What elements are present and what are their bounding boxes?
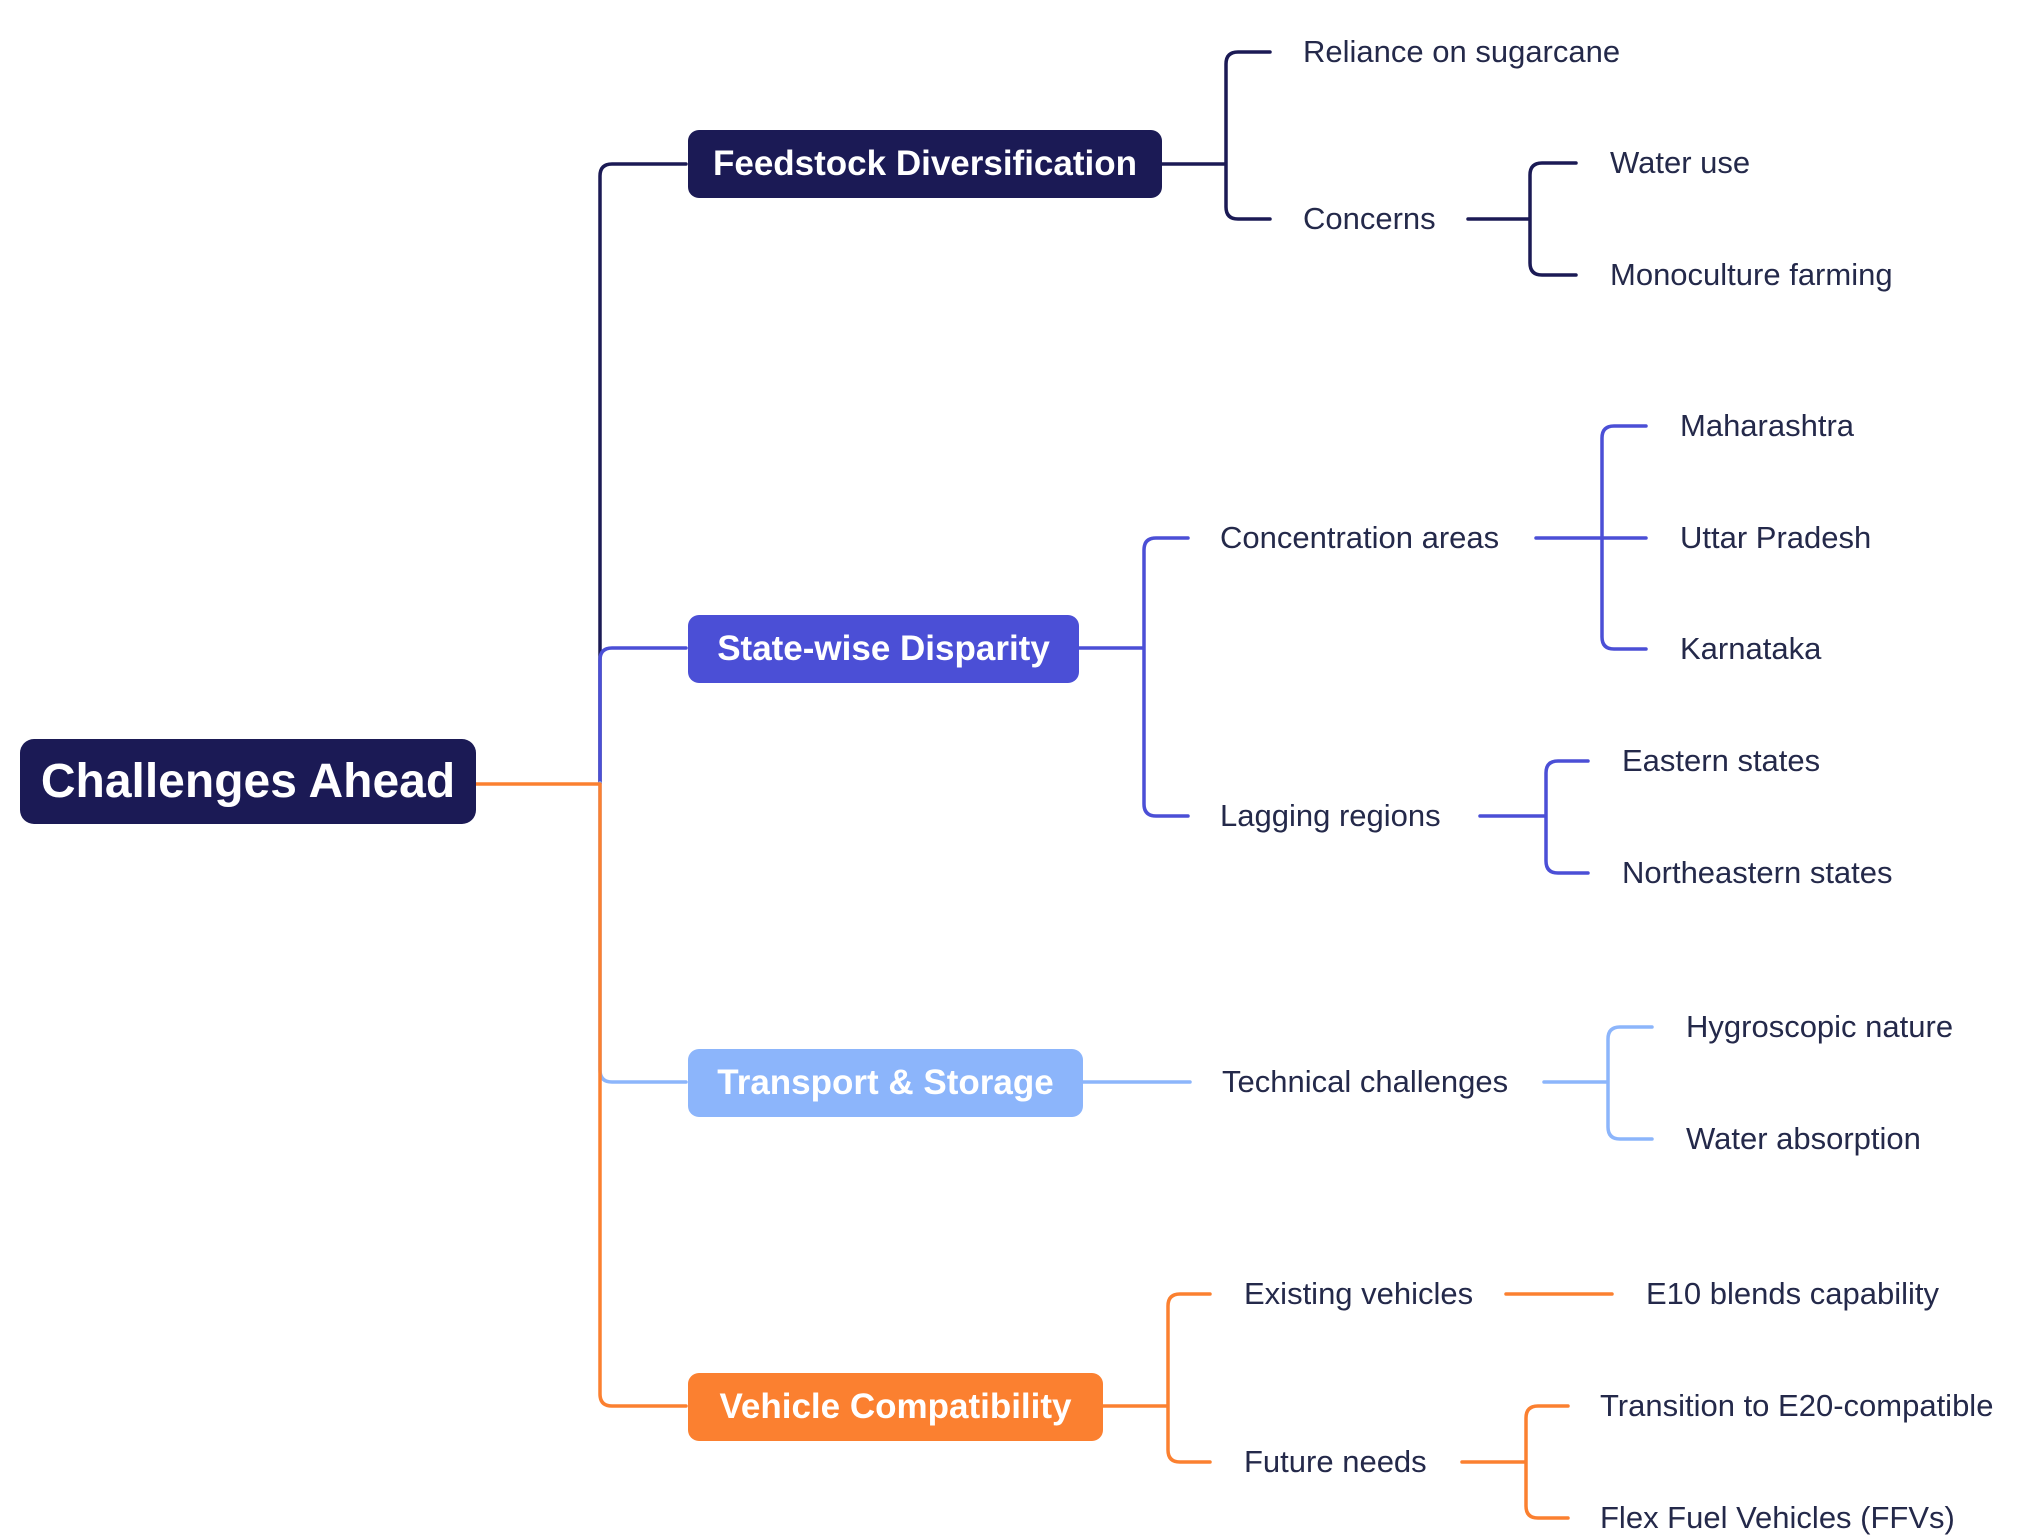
node-water-use[interactable]: Water use <box>1610 145 1751 180</box>
node-existing-vehicles[interactable]: Existing vehicles <box>1244 1276 1474 1311</box>
node-water-absorption[interactable]: Water absorption <box>1686 1121 1921 1156</box>
connector-concerns-children <box>1466 161 1578 277</box>
root-node[interactable]: Challenges Ahead <box>20 739 476 824</box>
branch-transport-storage[interactable]: Transport & Storage <box>688 1049 1083 1117</box>
node-e10-blends-capability[interactable]: E10 blends capability <box>1646 1276 1939 1311</box>
node-karnataka[interactable]: Karnataka <box>1680 631 1822 666</box>
connector-root-vehicle <box>474 782 688 1408</box>
node-future-needs[interactable]: Future needs <box>1244 1444 1427 1479</box>
connector-vehicle-children <box>1100 1292 1212 1464</box>
connector-root-feedstock <box>598 162 688 785</box>
node-monoculture-farming[interactable]: Monoculture farming <box>1610 257 1893 292</box>
connector-concentration-children <box>1534 424 1648 651</box>
connector-statewise-children <box>1076 536 1190 818</box>
connector-feedstock-children <box>1158 50 1272 221</box>
node-northeastern-states[interactable]: Northeastern states <box>1622 855 1893 890</box>
node-lagging-regions[interactable]: Lagging regions <box>1220 798 1441 833</box>
node-flex-fuel-vehicles[interactable]: Flex Fuel Vehicles (FFVs) <box>1600 1500 1955 1535</box>
node-reliance-on-sugarcane[interactable]: Reliance on sugarcane <box>1303 34 1621 69</box>
branch-vehicle-compatibility[interactable]: Vehicle Compatibility <box>688 1373 1103 1441</box>
node-hygroscopic-nature[interactable]: Hygroscopic nature <box>1686 1009 1954 1044</box>
branch-state-wise-disparity[interactable]: State-wise Disparity <box>688 615 1079 683</box>
node-technical-challenges[interactable]: Technical challenges <box>1222 1064 1509 1099</box>
node-eastern-states[interactable]: Eastern states <box>1622 743 1821 778</box>
connector-technical-children <box>1542 1025 1654 1141</box>
node-concerns[interactable]: Concerns <box>1303 201 1436 236</box>
connector-root-statewise <box>598 646 688 785</box>
node-uttar-pradesh[interactable]: Uttar Pradesh <box>1680 520 1872 555</box>
connector-root-transport <box>598 781 688 1084</box>
branch-feedstock-diversification[interactable]: Feedstock Diversification <box>688 130 1162 198</box>
connector-lagging-children <box>1478 759 1590 875</box>
node-transition-to-e20-compatible[interactable]: Transition to E20-compatible <box>1600 1388 1994 1423</box>
connector-future-children <box>1460 1404 1570 1520</box>
node-maharashtra[interactable]: Maharashtra <box>1680 408 1855 443</box>
node-concentration-areas[interactable]: Concentration areas <box>1220 520 1500 555</box>
